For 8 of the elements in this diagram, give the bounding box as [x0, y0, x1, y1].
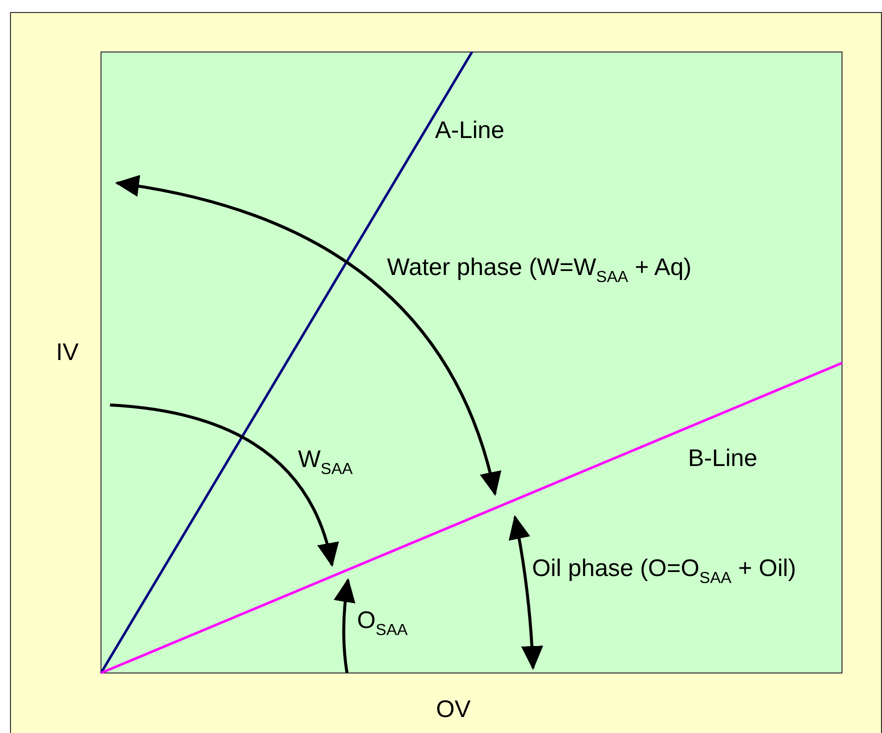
line-label: B-Line: [688, 446, 758, 472]
region-label: W$_{SAA}$: [298, 447, 353, 479]
phase-label: Oil phase (O=O$_{SAA}$ + Oil): [532, 556, 796, 588]
phase-label: Water phase (W=W$_{SAA}$ + Aq): [387, 255, 692, 287]
axis-label: OV: [436, 697, 471, 724]
line-label: A-Line: [435, 118, 504, 144]
axis-label: IV: [56, 340, 79, 366]
region-label: O$_{SAA}$: [357, 608, 408, 640]
